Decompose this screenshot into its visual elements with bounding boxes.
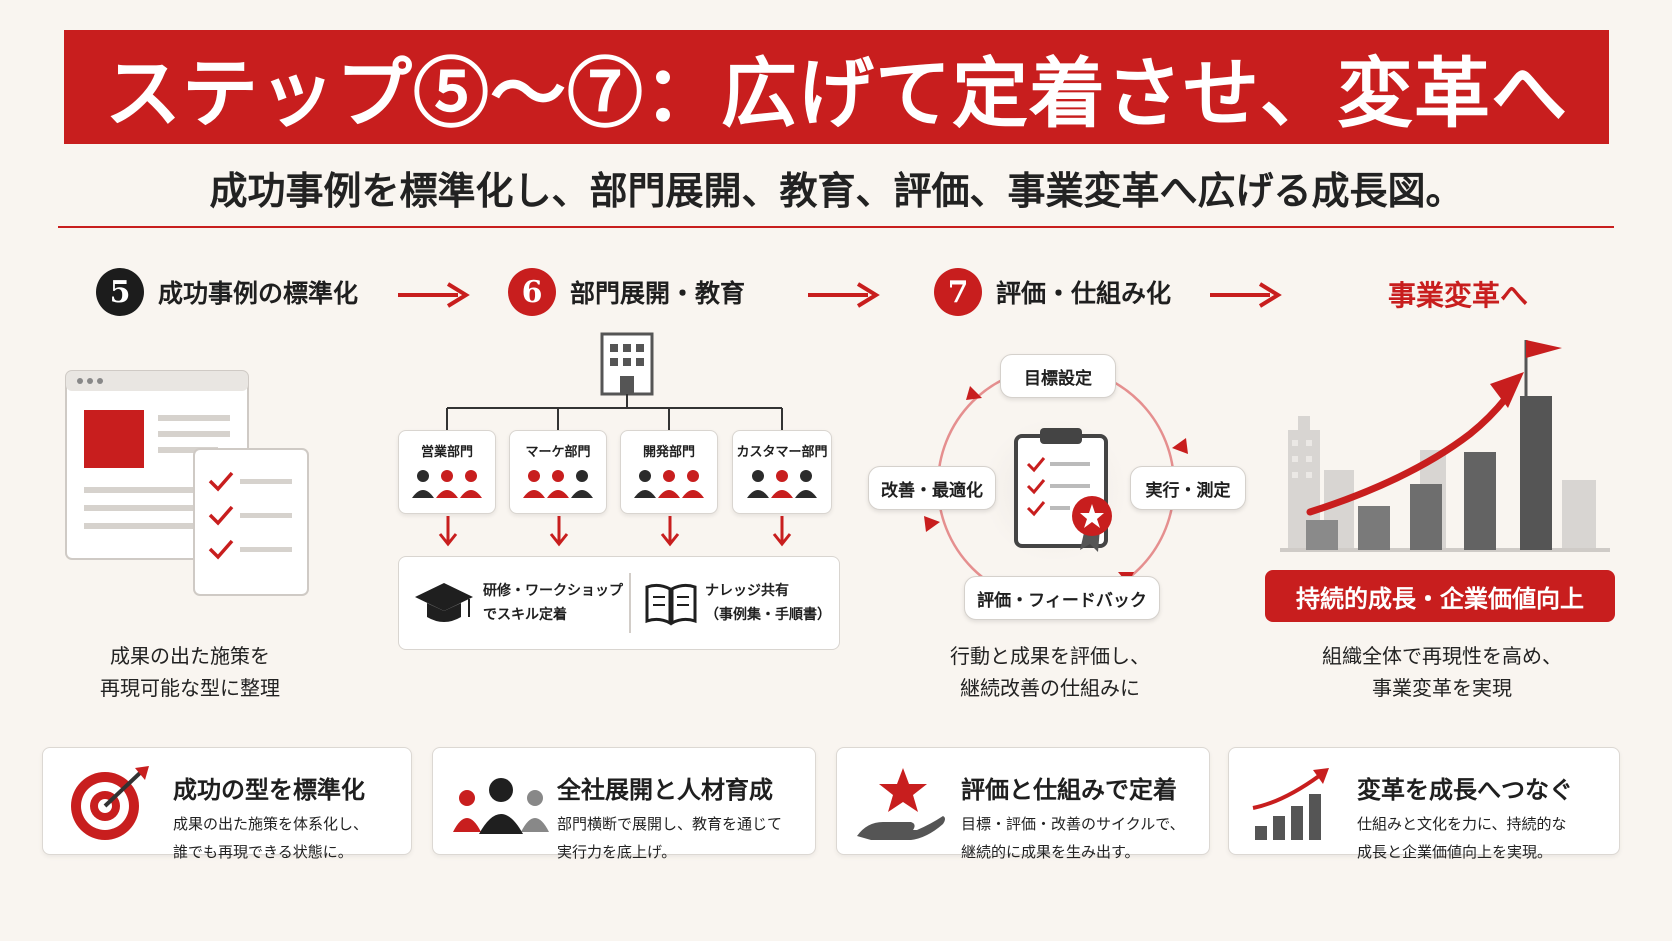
- education-divider: [629, 573, 631, 633]
- title-banner: ステップ⑤〜⑦：広げて定着させ、変革へ: [64, 30, 1609, 144]
- card-desc: 成果の出た施策を体系化し、 誰でも再現できる状態に。: [173, 815, 369, 861]
- summary-card-growth: 変革を成長へつなぐ 仕組みと文化を力に、持続的な 成長と企業価値向上を実現。: [1228, 747, 1620, 861]
- step-7-title: 評価・仕組み化: [996, 279, 1172, 308]
- step-5-title: 成功事例の標準化: [158, 279, 359, 308]
- step-transform-header: 事業変革へ: [1388, 274, 1528, 314]
- education-box: 研修・ワークショップ でスキル定着 ナレッジ共有 （事例集・手順書）: [398, 556, 840, 650]
- cycle-arrow-icon: [1172, 438, 1188, 454]
- training-text: 研修・ワークショップ: [483, 583, 623, 599]
- step-5-badge: 5: [96, 268, 144, 316]
- standardized-document-icon: [65, 370, 309, 596]
- summary-card-expansion: 全社展開と人材育成 部門横断で展開し、教育を通じて 実行力を底上げ。: [432, 747, 816, 861]
- page-title: ステップ⑤〜⑦：広げて定着させ、変革へ: [105, 49, 1568, 138]
- cycle-arrow-icon: [924, 516, 940, 532]
- step-transform-title: 事業変革へ: [1388, 279, 1529, 312]
- org-chart-lines: [446, 332, 783, 430]
- dept-card-customer: カスタマー部門: [732, 430, 832, 514]
- step-7-header: 7 評価・仕組み化: [934, 268, 1171, 316]
- target-icon: [71, 766, 149, 840]
- knowledge-text: ナレッジ共有: [705, 583, 789, 599]
- card-title: 成功の型を標準化: [173, 776, 365, 804]
- team-icon: [412, 470, 482, 498]
- card-desc: 仕組みと文化を力に、持続的な 成長と企業価値向上を実現。: [1357, 815, 1567, 861]
- growth-chart-icon: [1252, 768, 1329, 840]
- summary-card-standardize: 成功の型を標準化 成果の出た施策を体系化し、 誰でも再現できる状態に。: [42, 747, 412, 861]
- step-6-header: 6 部門展開・教育: [508, 268, 745, 316]
- card-title: 全社展開と人材育成: [557, 776, 773, 804]
- step-5-header: 5 成功事例の標準化: [96, 268, 358, 316]
- step-6-title: 部門展開・教育: [570, 279, 746, 308]
- dept-card-development: 開発部門: [620, 430, 718, 514]
- step-7-badge: 7: [934, 268, 982, 316]
- card-desc: 部門横断で展開し、教育を通じて 実行力を底上げ。: [557, 815, 783, 861]
- cycle-evaluate-feedback: 評価・フィードバック: [964, 576, 1160, 620]
- step-5-caption: 成果の出た施策を 再現可能な型に整理: [100, 644, 280, 700]
- team-icon: [523, 470, 593, 498]
- arrow-right-icon: [398, 282, 470, 308]
- cycle-execute-measure: 実行・測定: [1130, 466, 1246, 510]
- card-desc: 目標・評価・改善のサイクルで、 継続的に成果を生み出す。: [961, 815, 1185, 861]
- star-hand-icon: [857, 768, 945, 840]
- team-icon: [747, 470, 817, 498]
- flag-icon: [1526, 340, 1562, 358]
- sustainable-growth-label: 持続的成長・企業価値向上: [1265, 570, 1615, 622]
- step-7-caption: 行動と成果を評価し、 継続改善の仕組みに: [950, 644, 1150, 700]
- step-6-badge: 6: [508, 268, 556, 316]
- graduation-cap-icon: [415, 583, 473, 622]
- arrow-right-icon: [808, 282, 880, 308]
- card-title: 変革を成長へつなぐ: [1357, 776, 1573, 804]
- arrow-right-icon: [1210, 282, 1282, 308]
- title-divider: [58, 226, 1614, 228]
- growth-skyline-icon: [1280, 340, 1610, 552]
- cycle-goal-setting: 目標設定: [1000, 354, 1116, 398]
- summary-card-establish: 評価と仕組みで定着 目標・評価・改善のサイクルで、 継続的に成果を生み出す。: [836, 747, 1210, 861]
- dept-card-marketing: マーケ部門: [509, 430, 607, 514]
- cycle-arrow-icon: [966, 386, 982, 400]
- card-title: 評価と仕組みで定着: [961, 776, 1177, 804]
- team-icon: [634, 470, 704, 498]
- people-icon: [453, 778, 549, 834]
- dept-card-sales: 営業部門: [398, 430, 496, 514]
- step-transform-caption: 組織全体で再現性を高め、 事業変革を実現: [1322, 644, 1562, 700]
- open-book-icon: [645, 583, 697, 626]
- clipboard-award-icon: [1014, 428, 1112, 552]
- cycle-improve-optimize: 改善・最適化: [868, 466, 996, 510]
- growth-arrow-icon: [1490, 372, 1524, 408]
- page-subtitle: 成功事例を標準化し、部門展開、教育、評価、事業変革へ広げる成長図。: [209, 168, 1464, 213]
- down-arrows: [438, 516, 792, 547]
